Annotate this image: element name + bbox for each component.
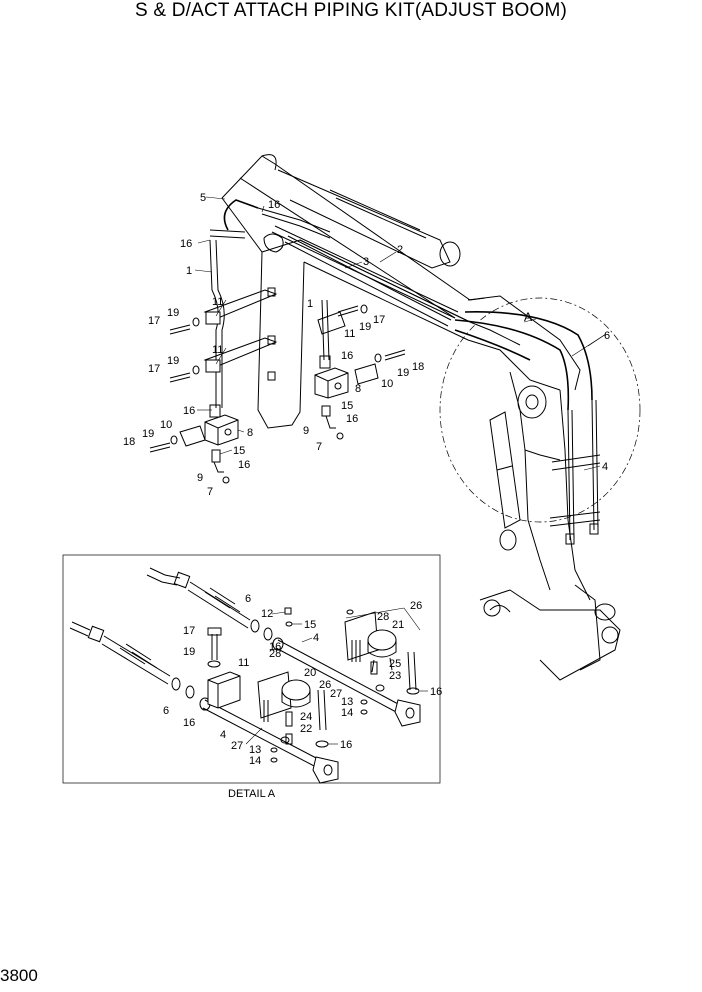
callout-6: 6 xyxy=(245,593,251,605)
boom-structure xyxy=(221,154,621,681)
callout-23: 23 xyxy=(389,670,401,682)
callout-18: 18 xyxy=(123,436,135,448)
callout-16: 16 xyxy=(180,238,192,250)
callout-24: 24 xyxy=(300,711,312,723)
callout-19: 19 xyxy=(167,307,179,319)
callout-8: 8 xyxy=(247,427,253,439)
callout-27: 27 xyxy=(231,740,243,752)
callout-1: 1 xyxy=(307,298,313,310)
callout-16: 16 xyxy=(340,739,352,751)
detail-a-zone-circle xyxy=(439,297,641,523)
callout-16: 16 xyxy=(268,199,280,211)
callout-19: 19 xyxy=(397,367,409,379)
callout-28: 28 xyxy=(269,648,281,660)
callout-25: 25 xyxy=(389,658,401,670)
pipes-4-right xyxy=(549,399,601,545)
boom-pipes-2-3 xyxy=(271,225,459,327)
callout-7: 7 xyxy=(316,441,322,453)
page-title: S & D/ACT ATTACH PIPING KIT(ADJUST BOOM) xyxy=(134,0,568,21)
callout-18: 18 xyxy=(412,361,424,373)
detail-a-callouts: 6 12 15 4 26 28 21 17 16 25 19 23 11 28 … xyxy=(163,593,442,800)
callout-19: 19 xyxy=(359,321,371,333)
callout-16: 16 xyxy=(183,405,195,417)
callout-11: 11 xyxy=(238,657,249,669)
callout-11: 11 xyxy=(344,328,355,340)
callout-10: 10 xyxy=(381,378,393,390)
callout-3: 3 xyxy=(363,256,369,268)
left-pipe-1-and-hose-5 xyxy=(149,199,331,484)
callout-19: 19 xyxy=(142,428,154,440)
callout-7: 7 xyxy=(207,486,213,498)
callout-28: 28 xyxy=(377,611,389,623)
callout-20: 20 xyxy=(304,667,316,679)
callout-4: 4 xyxy=(313,632,319,644)
callout-26: 26 xyxy=(319,679,331,691)
detail-a-caption: DETAIL A xyxy=(228,788,276,800)
callout-11: 11 xyxy=(212,344,223,356)
callout-16: 16 xyxy=(238,459,250,471)
callout-14: 14 xyxy=(249,755,261,767)
callout-22: 22 xyxy=(300,723,312,735)
callout-15: 15 xyxy=(304,619,316,631)
callout-5: 5 xyxy=(200,192,206,204)
callout-6: 6 xyxy=(163,705,169,717)
callout-17: 17 xyxy=(148,363,160,375)
callout-16: 16 xyxy=(183,717,195,729)
callout-19: 19 xyxy=(167,355,179,367)
callout-26: 26 xyxy=(410,600,422,612)
callout-11: 11 xyxy=(212,296,223,308)
main-view-callouts: 5 16 16 2 3 1 11 19 17 11 19 17 16 8 10 … xyxy=(123,192,610,498)
callout-8: 8 xyxy=(355,383,361,395)
callout-15: 15 xyxy=(233,445,245,457)
callout-10: 10 xyxy=(160,419,172,431)
callout-9: 9 xyxy=(303,425,309,437)
callout-16: 16 xyxy=(341,350,353,362)
leader-lines-main xyxy=(194,196,607,471)
callout-17: 17 xyxy=(373,314,385,326)
callout-14: 14 xyxy=(341,707,353,719)
callout-17: 17 xyxy=(183,625,195,637)
middle-pipe-1-set xyxy=(314,299,406,440)
callout-15: 15 xyxy=(341,400,353,412)
detail-a-drawing xyxy=(69,567,421,784)
callout-2: 2 xyxy=(397,244,403,256)
callout-16: 16 xyxy=(269,641,281,653)
callout-17: 17 xyxy=(148,315,160,327)
callout-13: 13 xyxy=(249,744,261,756)
page-number: 3800 xyxy=(0,966,38,985)
callout-4: 4 xyxy=(602,461,608,473)
callout-13: 13 xyxy=(341,696,353,708)
callout-16: 16 xyxy=(430,686,442,698)
callout-21: 21 xyxy=(392,619,404,631)
callout-1: 1 xyxy=(186,265,192,277)
callout-19: 19 xyxy=(183,646,195,658)
callout-27: 27 xyxy=(330,688,342,700)
callout-16: 16 xyxy=(346,413,358,425)
callout-12: 12 xyxy=(261,608,273,620)
leader-lines-detail xyxy=(245,607,428,745)
detail-a-frame xyxy=(62,554,441,784)
callout-6: 6 xyxy=(604,330,610,342)
hose-assembly-6 xyxy=(454,311,593,411)
detail-a-marker: A xyxy=(524,310,532,324)
callout-4: 4 xyxy=(220,729,226,741)
callout-9: 9 xyxy=(197,472,203,484)
